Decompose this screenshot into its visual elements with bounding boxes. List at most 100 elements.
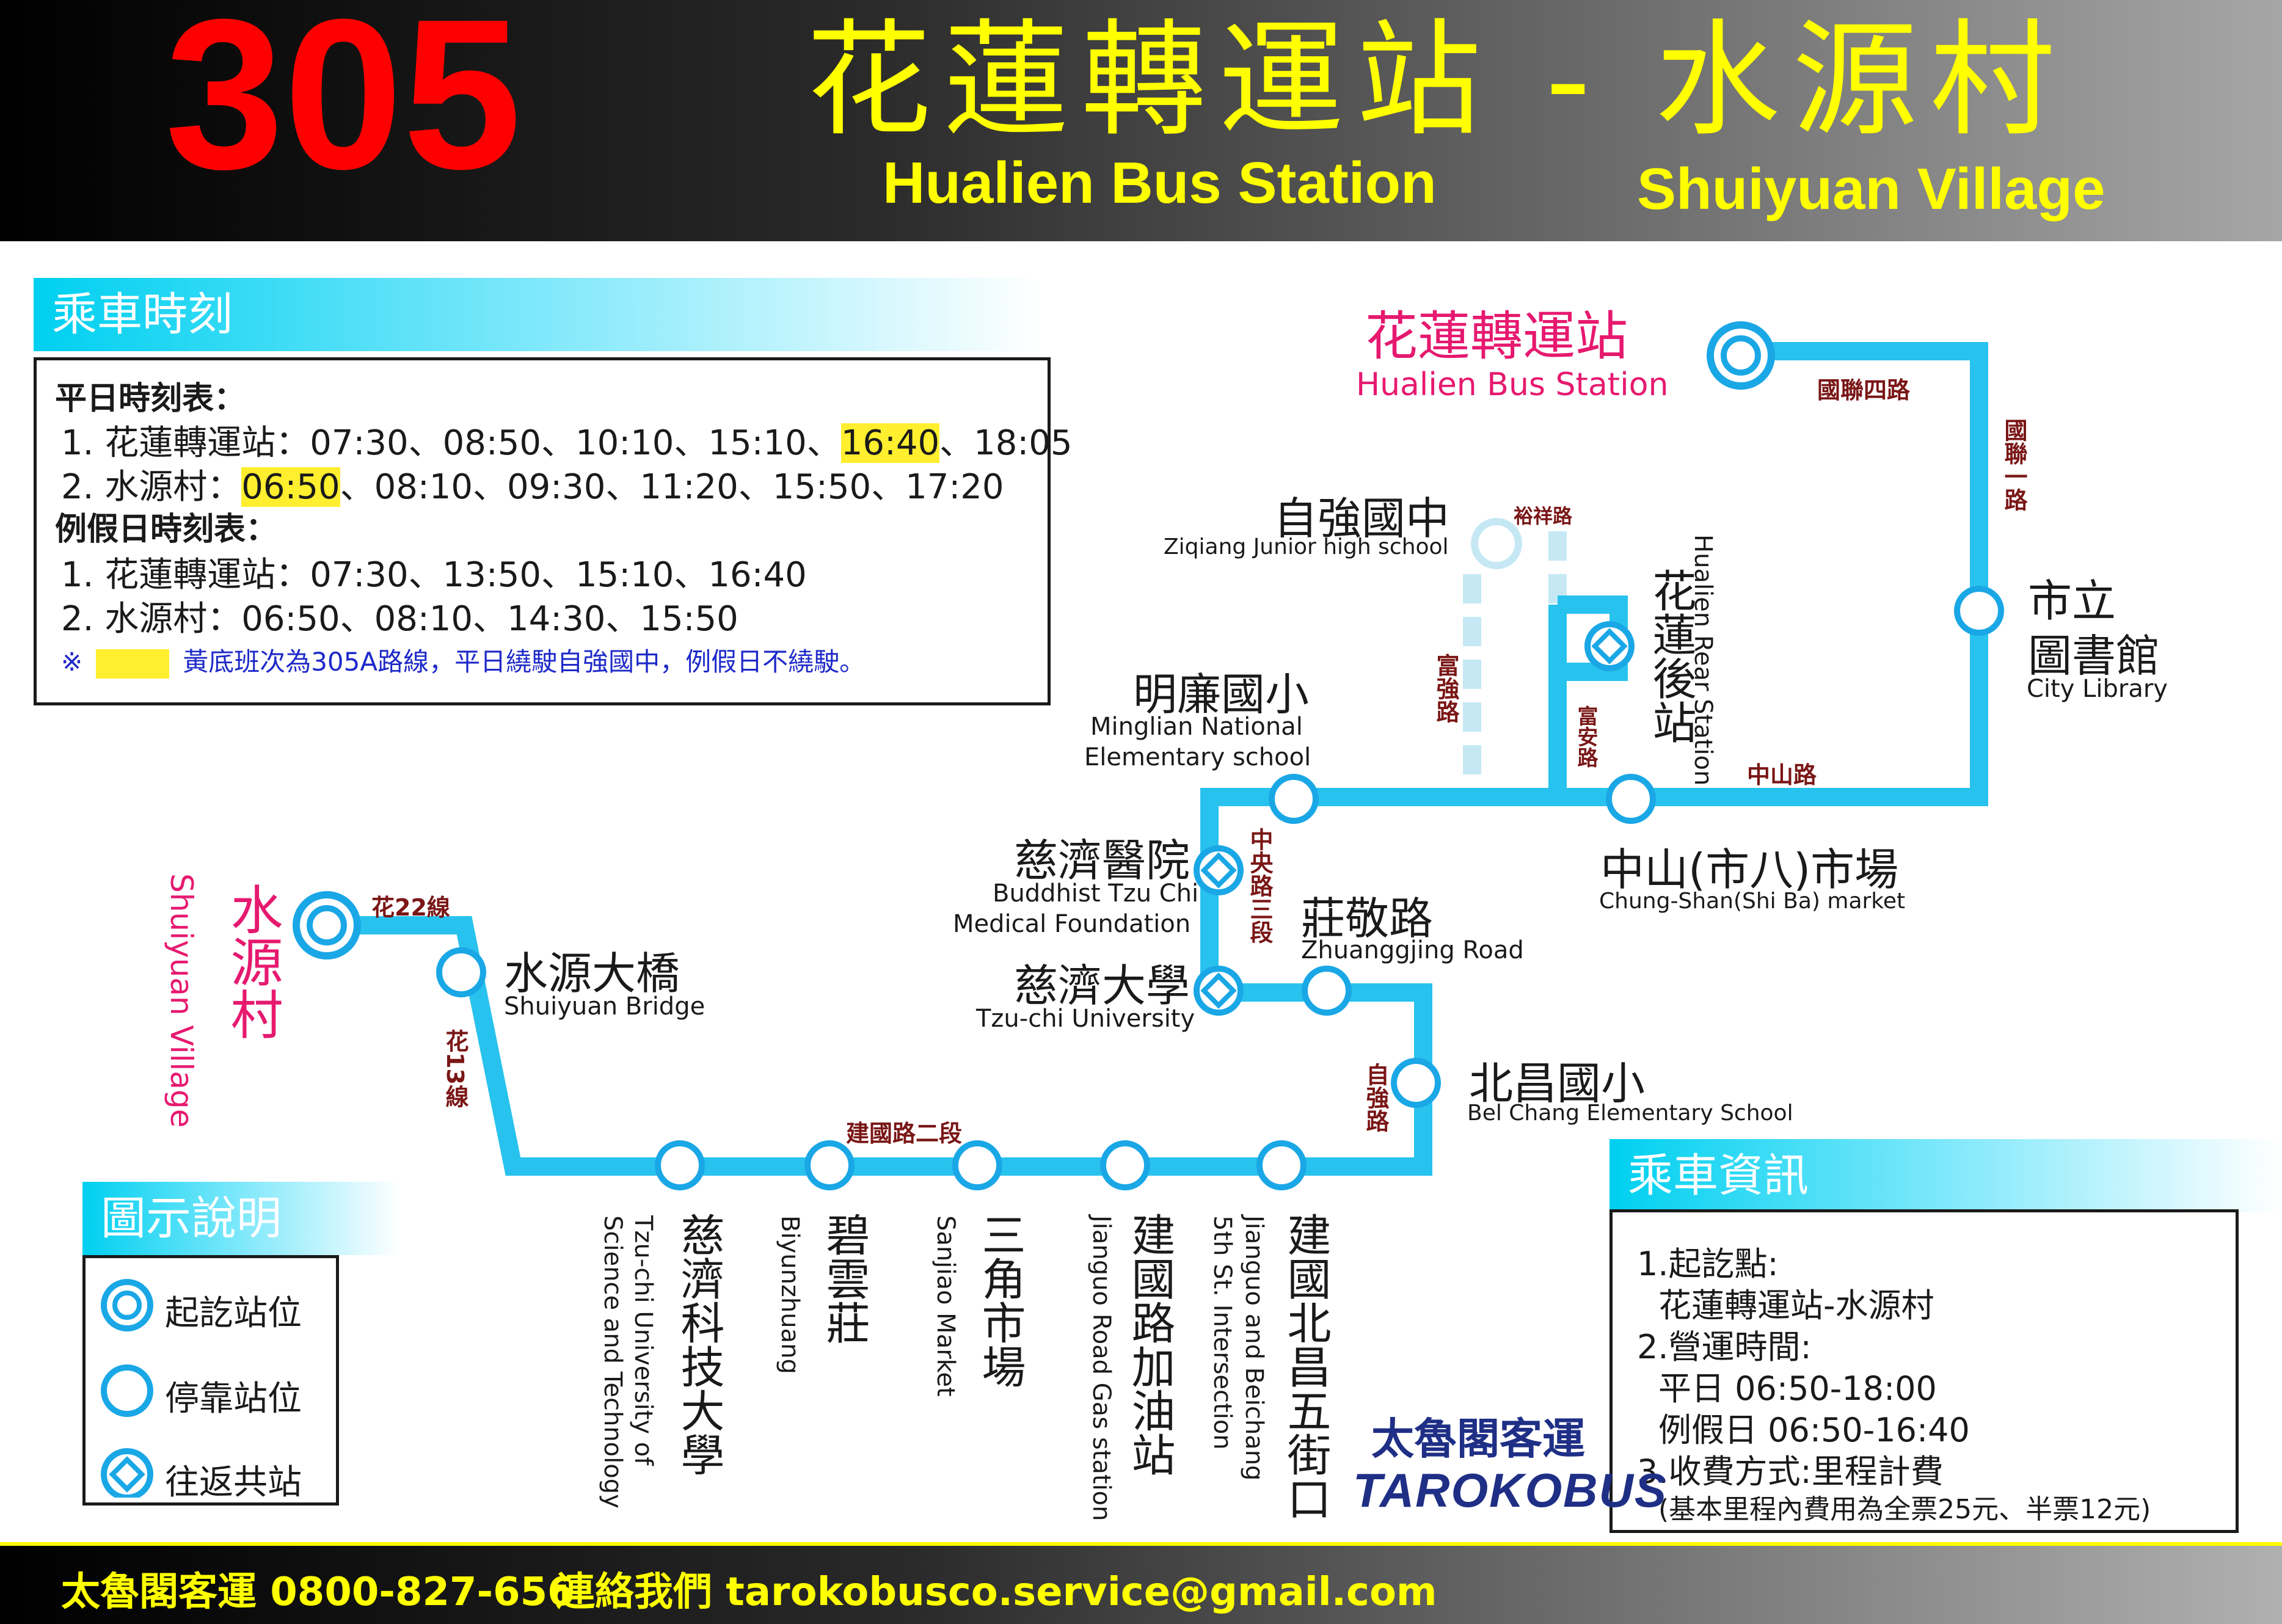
label-sanjiao-en: Sanjiao Market	[931, 1215, 960, 1397]
road-guolian4: 國聯四路	[1817, 377, 1911, 404]
info-line-6: 3.收費方式:里程計費	[1637, 1452, 1944, 1491]
terminal-icon	[101, 1279, 153, 1331]
label-city-library-zh-1: 市立	[2028, 575, 2116, 627]
legend-icons	[101, 1279, 153, 1498]
label-chungshan-en: Chung-Shan(Shi Ba) market	[1599, 889, 1906, 914]
route-title-zh: 花蓮轉運站 - 水源村	[806, 8, 2068, 153]
holiday-line-2: 2. 水源村：06:50、08:10、14:30、15:50	[61, 599, 738, 639]
weekday-heading: 平日時刻表：	[55, 381, 246, 417]
label-zhuangjing-zh: 莊敬路	[1301, 893, 1434, 944]
label-sanjiao-zh: 三角市場	[974, 1212, 1026, 1388]
holiday-line-1: 1. 花蓮轉運站：07:30、13:50、15:10、16:40	[61, 555, 807, 595]
footer-company-phone: 太魯閣客運 0800-827-656	[61, 1570, 575, 1615]
label-city-library-zh-2: 圖書館	[2028, 630, 2160, 682]
label-biyunzhuang-zh: 碧雲莊	[818, 1212, 870, 1344]
legend-shared-label: 往返共站	[165, 1463, 302, 1502]
brand-logo: TAROKOBUS	[1353, 1463, 1668, 1517]
road-zhongshan: 中山路	[1747, 762, 1817, 788]
stop-shuiyuan-bridge	[436, 947, 486, 997]
weekday-line-1-highlight: 16:40	[840, 423, 940, 463]
label-hualien-rear-en: Hualien Rear Station	[1689, 534, 1717, 786]
info-line-3: 2.營運時間:	[1637, 1328, 1812, 1366]
shared-stop-icon	[101, 1448, 153, 1498]
label-tzuchi-tech-en-2: Science and Technology	[599, 1215, 627, 1509]
stop-biyunzhuang	[804, 1140, 855, 1190]
timetable-panel: 平日時刻表： 1. 花蓮轉運站：07:30、08:50、10:10、15:10、…	[34, 357, 1073, 705]
label-tzuchi-tech-zh: 慈濟科技大學	[673, 1212, 724, 1476]
label-minglian-en-2: Elementary school	[1084, 743, 1311, 771]
label-beichang-5th-en-1: Jianguo and Beichang	[1240, 1215, 1268, 1481]
weekday-line-2-prefix: 2. 水源村：	[61, 467, 242, 507]
weekday-line-1-suffix: 、18:05	[939, 423, 1073, 463]
route-number: 305	[165, 0, 522, 214]
label-tzuchi-hospital-en-1: Buddhist Tzu Chi	[993, 879, 1199, 908]
branch-305a	[1463, 531, 1567, 794]
stop-beichang	[1391, 1058, 1441, 1108]
road-ziqiang: 自強路	[1362, 1063, 1389, 1132]
label-tzuchi-univ-en: Tzu-chi University	[976, 1005, 1195, 1033]
stop-beichang-5th	[1256, 1140, 1307, 1190]
stop-minglian	[1269, 774, 1319, 824]
stop-tzuchi-tech	[655, 1140, 705, 1190]
label-beichang-zh: 北昌國小	[1469, 1058, 1646, 1109]
legend-panel: 起訖站位 停靠站位 往返共站	[82, 1255, 339, 1506]
terminal-shuiyuan-village	[293, 891, 361, 959]
legend-stop-label: 停靠站位	[165, 1379, 302, 1419]
stop-ziqiang	[1471, 518, 1522, 569]
label-beichang-en: Bel Chang Elementary School	[1467, 1101, 1793, 1126]
legend-tab: 圖示說明	[82, 1182, 400, 1255]
stops	[436, 586, 2004, 1190]
weekday-line-2: 2. 水源村：06:50、08:10、09:30、11:20、15:50、17:…	[61, 459, 1004, 509]
info-line-1: 1.起訖點:	[1637, 1245, 1779, 1283]
info-line-4: 平日 06:50-18:00	[1658, 1369, 1937, 1408]
weekday-line-2-suffix: 、08:10、09:30、11:20、15:50、17:20	[340, 467, 1004, 507]
label-shuiyuan-village-zh: 水源村	[221, 883, 282, 1040]
label-hualien-station-zh: 花蓮轉運站	[1365, 306, 1628, 367]
shared-stop-tzuchi-univ	[1194, 966, 1244, 1016]
road-fuqiang: 富強路	[1432, 654, 1459, 723]
label-shuiyuan-bridge-en: Shuiyuan Bridge	[504, 992, 705, 1021]
info-tab: 乘車資訊	[1609, 1139, 2281, 1212]
label-beichang-5th-zh: 建國北昌五街口	[1280, 1212, 1331, 1520]
label-chungshan-zh: 中山(市八)市場	[1600, 844, 1899, 895]
weekday-line-2-highlight: 06:50	[241, 467, 340, 507]
stop-gas-station	[1100, 1140, 1150, 1190]
label-zhuangjing-en: Zhuanggjing Road	[1301, 936, 1524, 964]
holiday-heading: 例假日時刻表：	[55, 511, 278, 548]
road-jianguo2: 建國路二段	[846, 1120, 963, 1147]
info-line-7: (基本里程內費用為全票25元、半票12元)	[1658, 1494, 2151, 1525]
stop-icon	[101, 1364, 153, 1417]
road-hua22: 花22線	[371, 894, 450, 921]
info-panel: 1.起訖點: 花蓮轉運站-水源村 2.營運時間: 平日 06:50-18:00 …	[1609, 1209, 2239, 1533]
label-minglian-zh: 明廉國小	[1133, 669, 1310, 720]
route-title-origin-en: Hualien Bus Station	[883, 150, 1437, 216]
label-hualien-station-en: Hualien Bus Station	[1356, 366, 1669, 403]
label-beichang-5th-en-2: 5th St. Intersection	[1208, 1215, 1236, 1450]
label-minglian-en-1: Minglian National	[1090, 713, 1303, 741]
note-text: 黃底班次為305A路線，平日繞駛自強國中，例假日不繞駛。	[183, 647, 866, 677]
header-banner	[0, 0, 2282, 241]
timetable-tab: 乘車時刻	[34, 278, 1041, 351]
note-mark: ※	[61, 647, 83, 677]
label-tzuchi-tech-en-1: Tzu-chi University of	[629, 1215, 657, 1466]
footer-bar	[0, 1542, 2282, 1624]
label-biyunzhuang-en: Biyunzhuang	[776, 1215, 804, 1374]
brand-name-zh: 太魯閣客運	[1371, 1414, 1585, 1464]
label-gas-station-en: Jianguo Road Gas station	[1087, 1215, 1115, 1521]
timetable-note: ※ 黃底班次為305A路線，平日繞駛自強國中，例假日不繞駛。	[61, 641, 865, 679]
highlight-swatch	[96, 649, 170, 679]
route-title-dest-en: Shuiyuan Village	[1637, 156, 2105, 222]
footer-contact-email: 連絡我們 tarokobusco.service@gmail.com	[556, 1570, 1437, 1615]
label-gas-station-zh: 建國路加油站	[1124, 1212, 1175, 1476]
info-line-2: 花蓮轉運站-水源村	[1658, 1286, 1934, 1325]
info-line-5: 例假日 06:50-16:40	[1658, 1411, 1970, 1449]
road-hua13: 花13線	[442, 1029, 468, 1108]
legend-terminal-label: 起訖站位	[165, 1294, 302, 1333]
label-shuiyuan-bridge-zh: 水源大橋	[504, 948, 680, 999]
shared-stop-hualien-rear	[1584, 621, 1635, 671]
label-ziqiang-zh: 自強國中	[1274, 493, 1450, 544]
label-tzuchi-univ-zh: 慈濟大學	[1014, 960, 1190, 1011]
stop-sanjiao	[952, 1140, 1002, 1190]
shared-stop-tzuchi-hospital	[1194, 845, 1244, 895]
